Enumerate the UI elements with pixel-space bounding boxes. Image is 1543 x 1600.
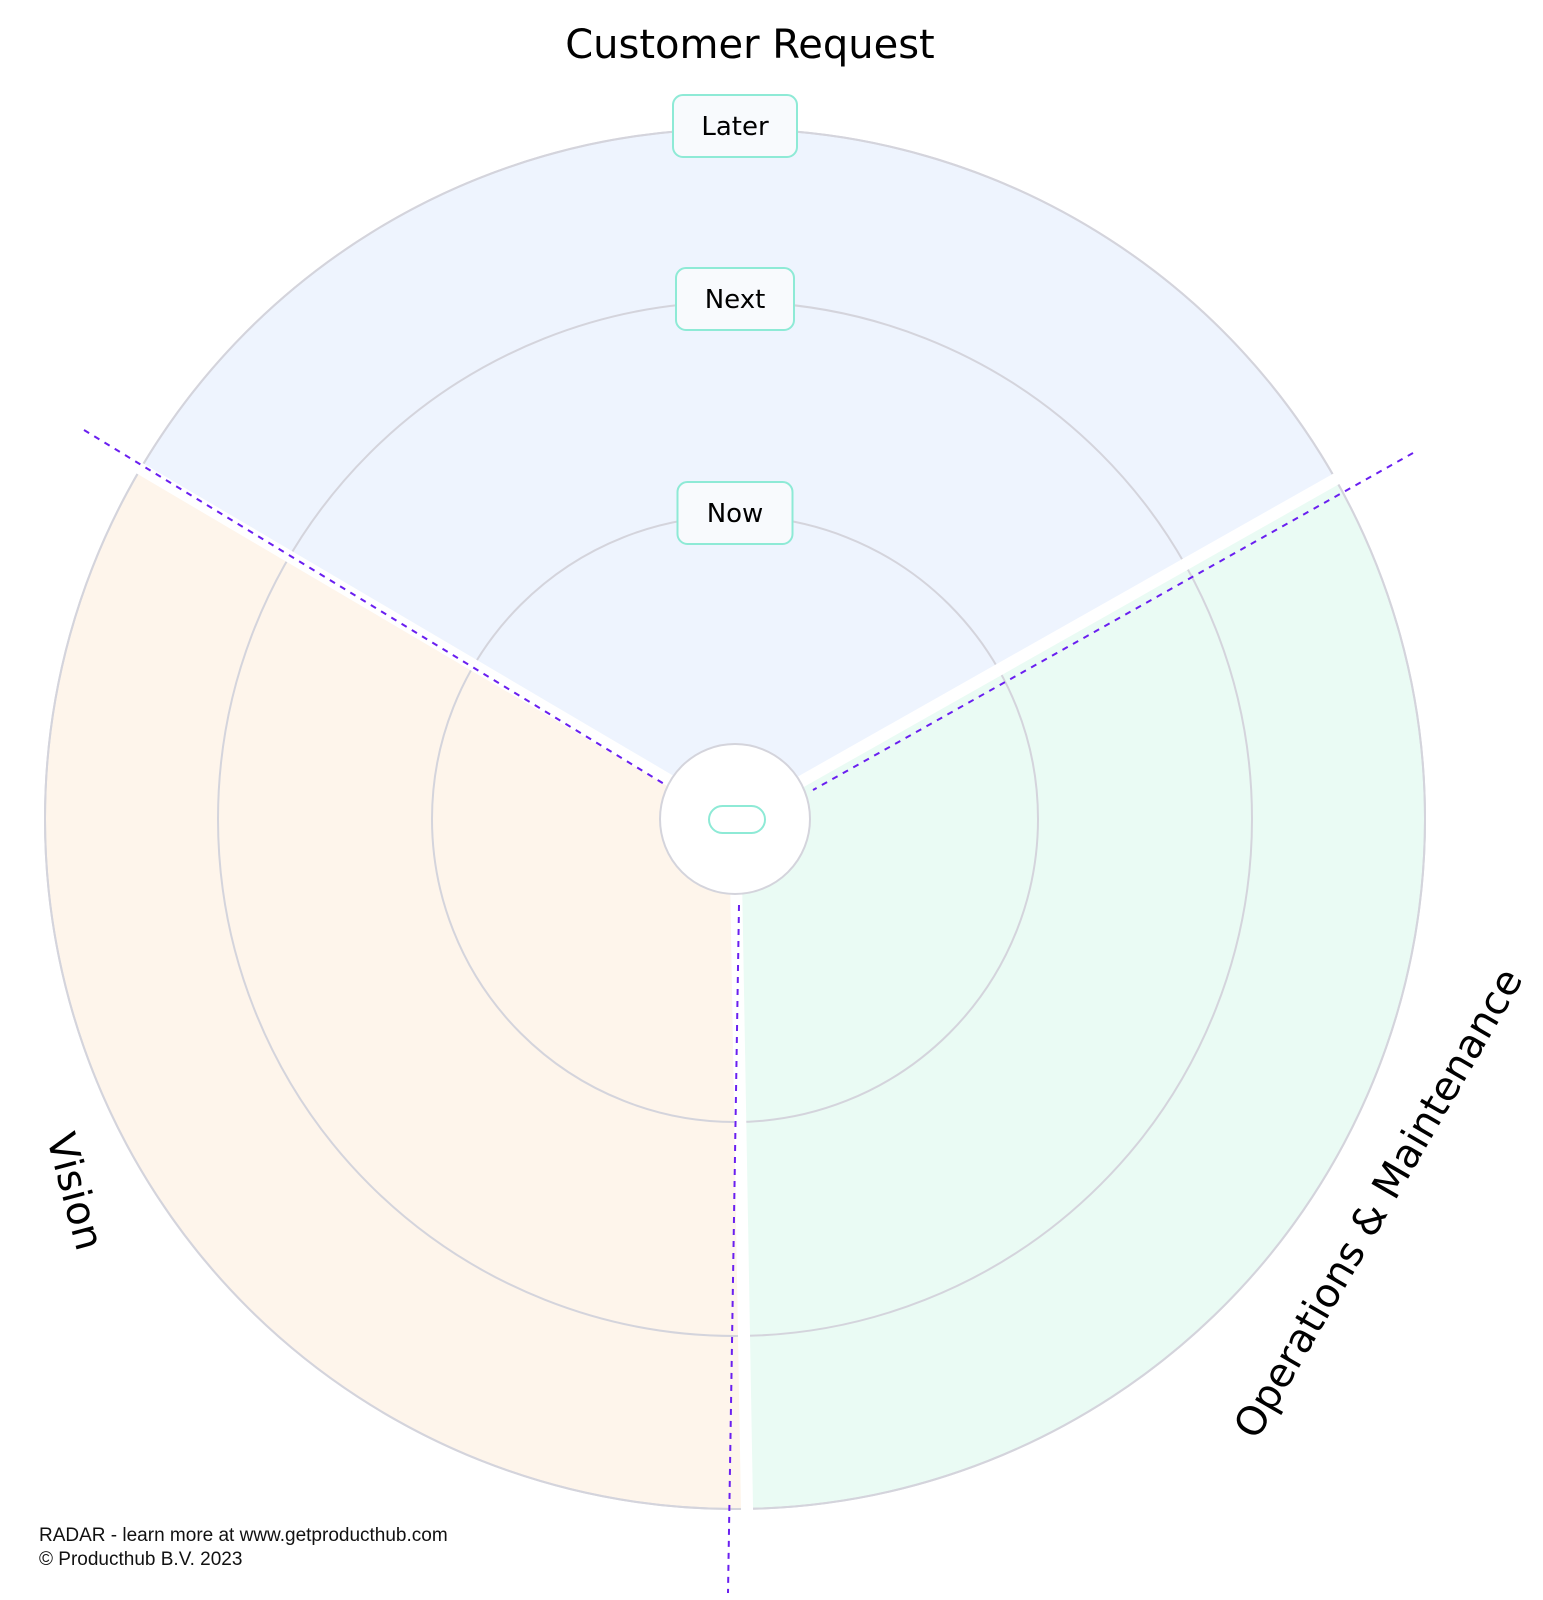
ring-badge-now[interactable]: Now [676, 481, 794, 545]
ring-badge-label: Now [707, 499, 764, 529]
sector-gap [128, 458, 739, 825]
ring-badge-next[interactable]: Next [675, 267, 795, 331]
segment-label-customer-request: Customer Request [565, 22, 935, 68]
ring-badge-label: Later [701, 112, 769, 142]
sector-gap [729, 818, 754, 1519]
ring-badge-label: Next [705, 285, 766, 315]
center-badge[interactable] [708, 805, 766, 834]
segment-label-vision: Vision [37, 1128, 112, 1255]
footer-line-1: RADAR - learn more at www.getproducthub.… [39, 1525, 448, 1546]
ring-badge-later[interactable]: Later [672, 94, 798, 158]
footer-line-2: © Producthub B.V. 2023 [39, 1549, 243, 1570]
footer: RADAR - learn more at www.getproducthub.… [39, 1524, 448, 1572]
sector-gap [732, 469, 1348, 825]
